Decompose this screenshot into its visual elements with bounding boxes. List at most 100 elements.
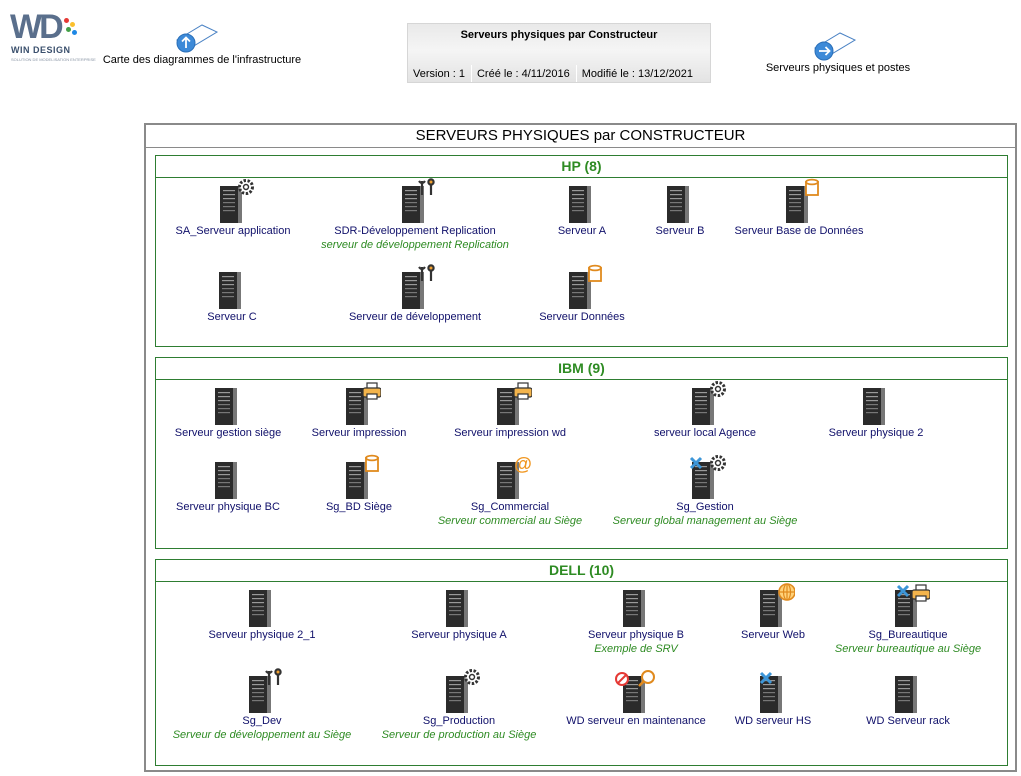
tower-server-icon [560,178,604,224]
server-name: Sg_Dev [242,715,282,727]
database-server-icon [560,264,604,310]
server-name: Serveur impression [311,427,407,439]
server-description: Serveur global management au Siège [612,515,798,527]
server-name: SDR-Développement Replication [334,225,496,237]
server-name: Serveur physique 2_1 [208,629,316,641]
diagram-header: Serveurs physiques par Constructeur Vers… [407,23,711,83]
server-name: Serveur Web [741,629,805,641]
server-description: Serveur bureautique au Siège [834,643,982,655]
server-name: Serveur physique B [588,629,684,641]
tower-server-icon [854,380,898,426]
group-hp: HP (8) SA_Serveur application SDR-Dévelop… [155,155,1008,347]
tower-server-icon [210,264,254,310]
server-sdr-developpement-replication[interactable]: SDR-Développement Replication serveur de … [305,178,525,254]
server-name: WD serveur en maintenance [566,715,706,727]
server-serveur-gestion-siege[interactable]: Serveur gestion siège [153,380,303,456]
at-server-icon: @ [488,454,532,500]
tools-server-icon [393,178,437,224]
server-serveur-physique-a[interactable]: Serveur physique A [389,582,529,658]
windesign-logo: WD WIN DESIGN SOLUTION DE MODELISATION E… [8,8,96,64]
server-name: Sg_Commercial [470,501,550,513]
server-serveur-impression-wd[interactable]: Serveur impression wd [430,380,590,456]
server-name: WD Serveur rack [866,715,950,727]
arrow-up-circle-icon [175,24,219,53]
arrow-right-circle-icon [813,32,857,61]
server-serveur-local-agence[interactable]: serveur local Agence [620,380,790,456]
tower-server-icon [437,582,481,628]
globe-server-icon [751,582,796,628]
tower-server-icon [206,380,250,426]
server-name: Serveur impression wd [454,427,566,439]
server-name: Serveur physique A [411,629,507,641]
server-serveur-physique-b[interactable]: Serveur physique B Exemple de SRV [551,582,721,658]
tools-server-icon [393,264,437,310]
server-name: Serveur C [207,311,257,323]
server-name: Sg_BD Siège [325,501,393,513]
server-description: Serveur de production au Siège [381,729,537,741]
server-wd-serveur-en-maintenance[interactable]: WD serveur en maintenance [546,668,726,744]
x-server-icon [751,668,795,714]
server-serveur-b[interactable]: Serveur B [630,178,730,254]
svg-text:@: @ [514,454,532,474]
server-name: Serveur Données [539,311,625,323]
server-serveur-de-developpement[interactable]: Serveur de développement [325,264,505,340]
server-serveur-base-de-donnees[interactable]: Serveur Base de Données [719,178,879,254]
tower-server-icon [206,454,250,500]
printer-server-icon [488,380,533,426]
logo-tagline: SOLUTION DE MODELISATION ENTERPRISE [11,57,96,62]
server-serveur-web[interactable]: Serveur Web [713,582,833,658]
server-name: Serveur A [557,225,607,237]
printer-server-icon [337,380,382,426]
server-name: Serveur physique BC [176,501,280,513]
server-description: Serveur commercial au Siège [437,515,583,527]
server-description: Exemple de SRV [594,643,678,655]
server-name: Serveur physique 2 [828,427,924,439]
server-wd-serveur-hs[interactable]: WD serveur HS [713,668,833,744]
database-server-icon [337,454,381,500]
server-name: WD serveur HS [734,715,812,727]
server-description: Serveur de développement au Siège [172,729,352,741]
server-serveur-impression[interactable]: Serveur impression [289,380,429,456]
server-wd-serveur-rack[interactable]: WD Serveur rack [843,668,973,744]
server-serveur-donnees[interactable]: Serveur Données [522,264,642,340]
infrastructure-map-label: Carte des diagrammes de l'infrastructure [102,54,302,66]
server-name: SA_Serveur application [175,225,291,237]
server-name: Sg_Production [422,715,496,727]
tools-server-icon [240,668,284,714]
version-label: Version : 1 [408,65,472,82]
gear-server-icon [683,380,727,426]
server-name: serveur local Agence [653,427,757,439]
server-serveur-physique-2[interactable]: Serveur physique 2 [801,380,951,456]
server-name: Serveur de développement [348,311,482,323]
server-sg-bd-siege[interactable]: Sg_BD Siège [299,454,419,530]
servers-and-workstations-label: Serveurs physiques et postes [765,62,911,74]
printer-x-server-icon [886,582,931,628]
created-date: Créé le : 4/11/2016 [472,65,577,82]
logo-name: WIN DESIGN [11,45,71,55]
group-header-dell: DELL (10) [156,560,1007,582]
server-name: Serveur B [655,225,705,237]
diagram-title: SERVEURS PHYSIQUES par CONSTRUCTEUR [146,127,1015,148]
server-serveur-c[interactable]: Serveur C [167,264,297,340]
server-name: Sg_Bureautique [868,629,948,641]
server-serveur-physique-bc[interactable]: Serveur physique BC [158,454,298,530]
database-server-icon [777,178,821,224]
server-description: serveur de développement Replication [321,239,509,251]
page-title: Serveurs physiques par Constructeur [460,29,658,41]
server-name: Sg_Gestion [676,501,734,513]
group-header-ibm: IBM (9) [156,358,1007,380]
server-serveur-a[interactable]: Serveur A [532,178,632,254]
logo-mark: WD [10,8,64,46]
tower-server-icon [886,668,930,714]
server-serveur-physique-2-1[interactable]: Serveur physique 2_1 [187,582,337,658]
modified-date: Modifié le : 13/12/2021 [581,68,694,80]
group-header-hp: HP (8) [156,156,1007,178]
group-dell: DELL (10) Serveur physique 2_1 Serveur ph… [155,559,1008,766]
server-sa-serveur-application[interactable]: SA_Serveur application [143,178,323,254]
